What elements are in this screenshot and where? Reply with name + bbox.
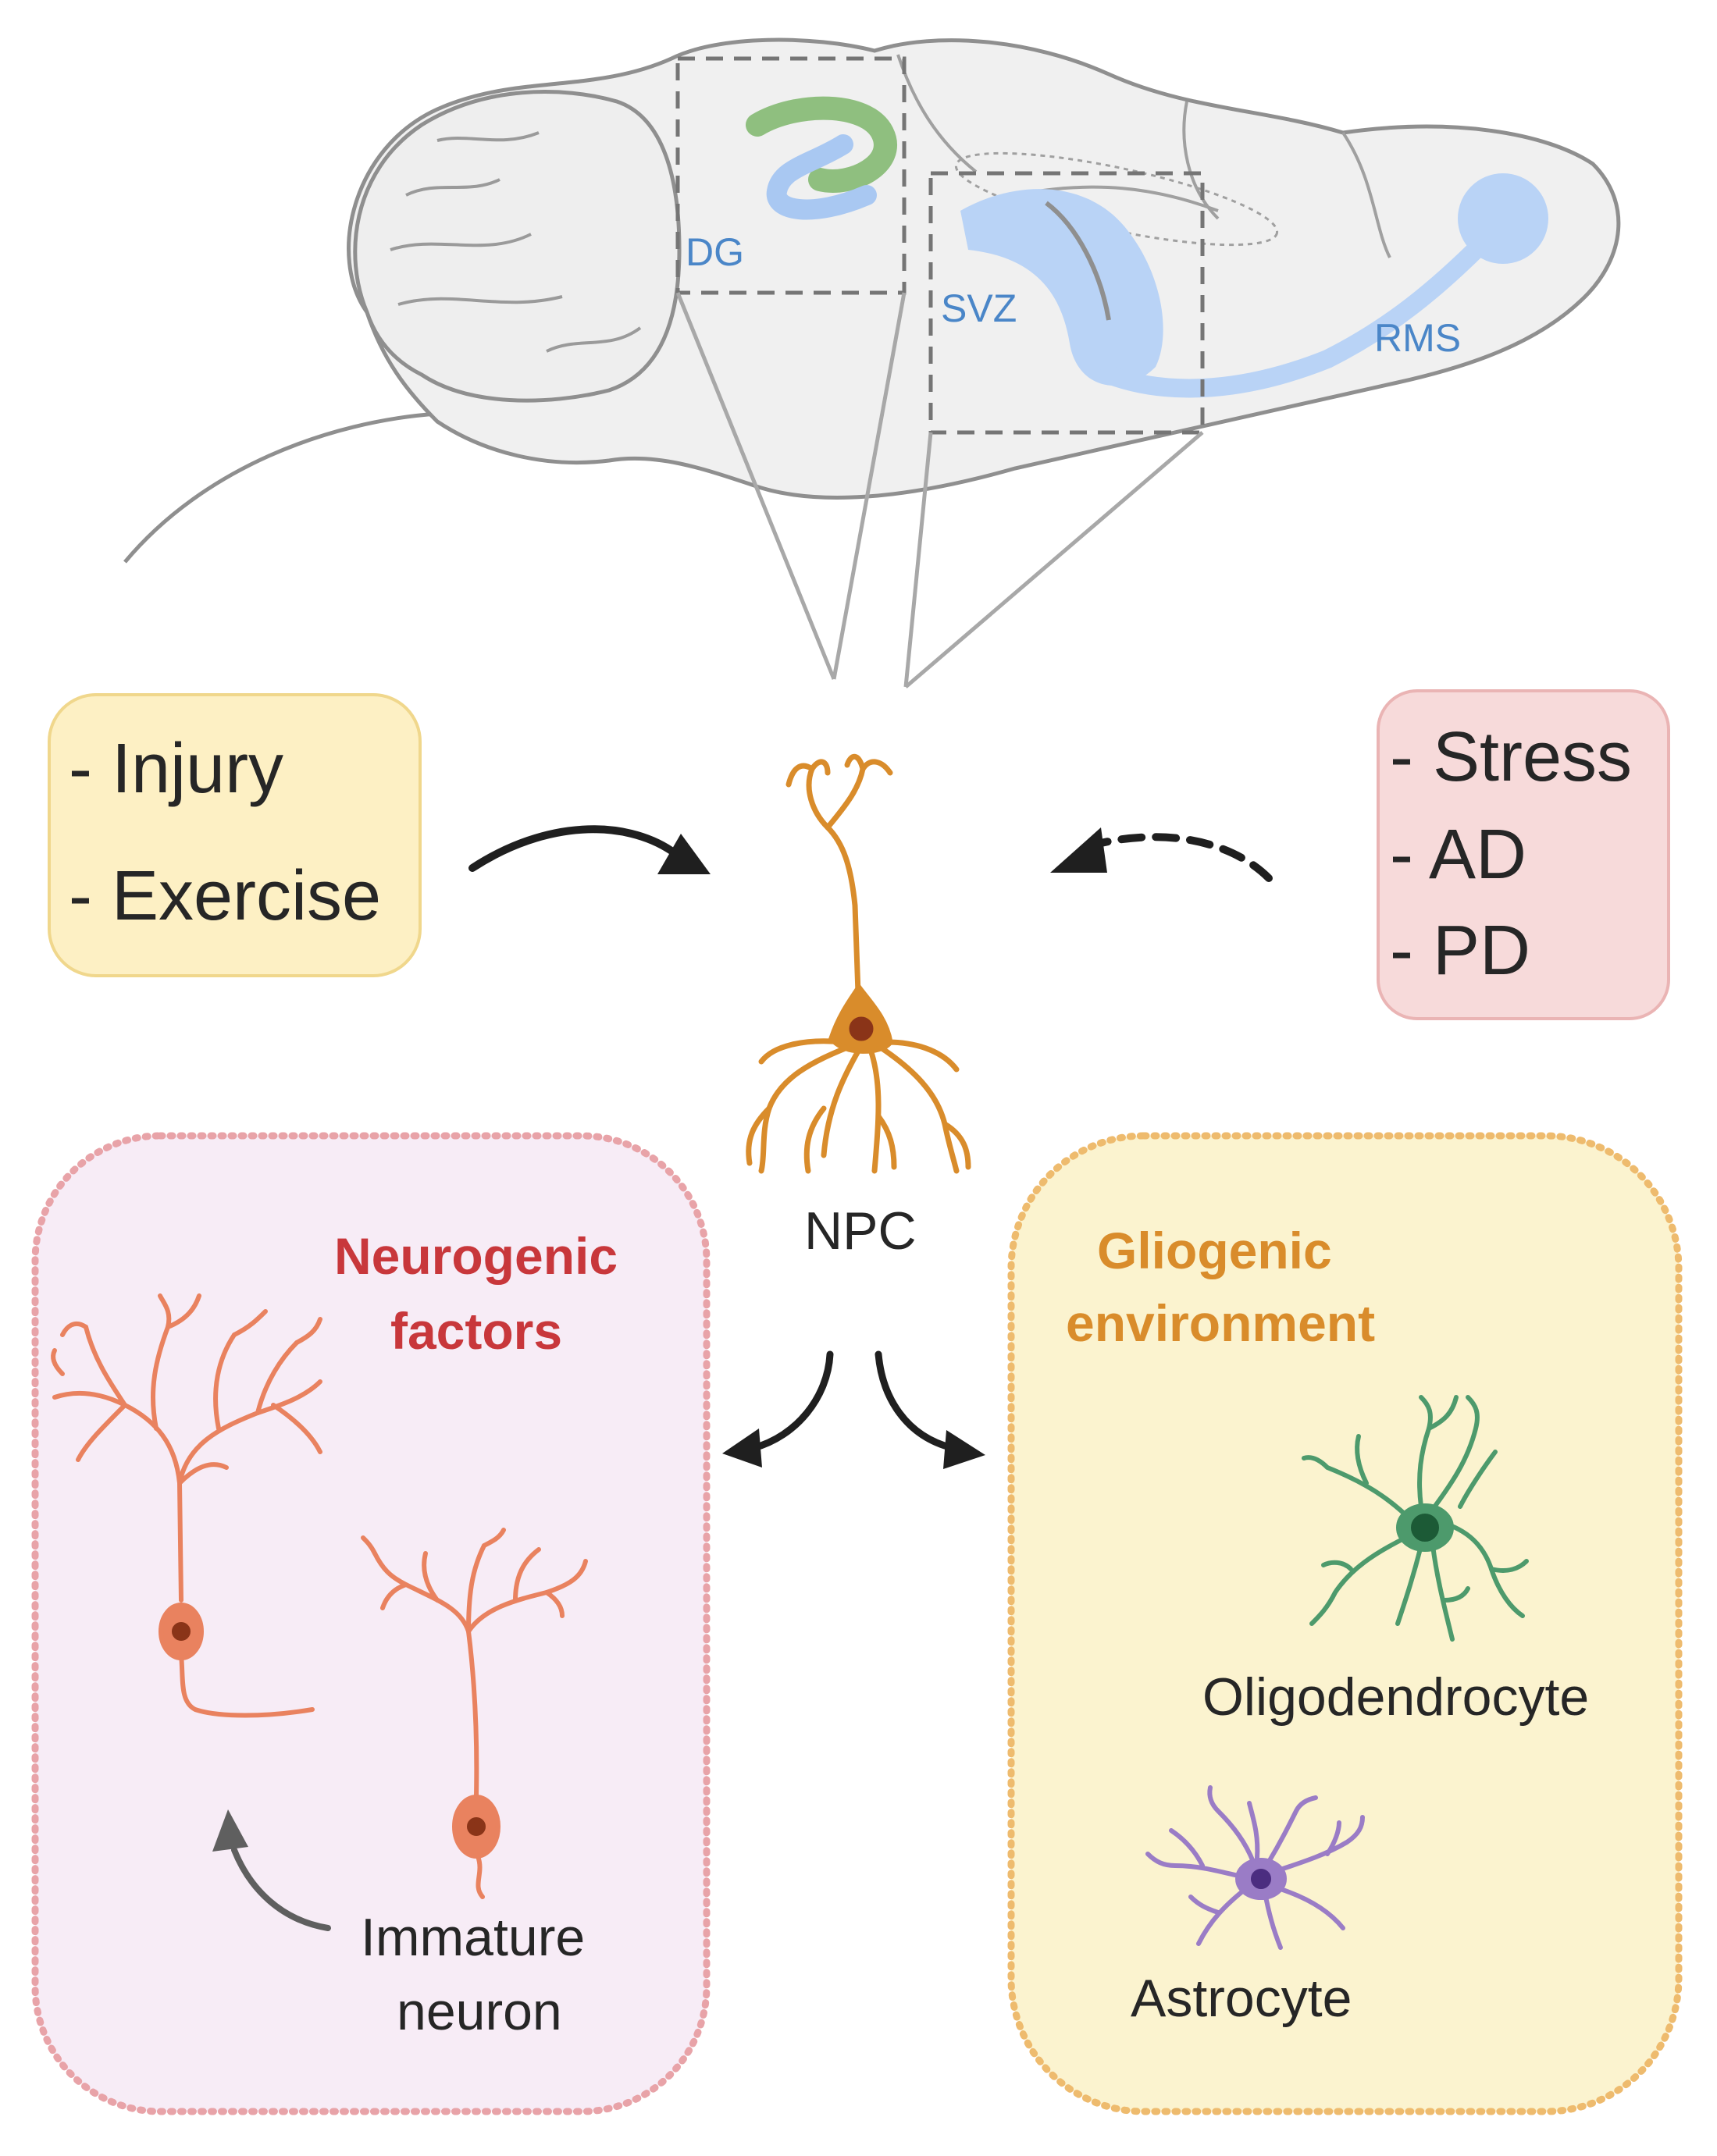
dg-zoom-box bbox=[675, 56, 907, 295]
maturation-arrow bbox=[212, 1809, 331, 1931]
inhibitor-item-stress: - Stress bbox=[1390, 718, 1632, 796]
immature-neuron-label-line1: Immature bbox=[361, 1908, 585, 1967]
gliogenic-panel: Gliogenic environment Oligodendrocyte bbox=[1007, 1132, 1683, 2115]
zoom-line bbox=[675, 292, 836, 680]
inhibitors-box: - Stress - AD - PD bbox=[1377, 689, 1670, 1020]
mature-neuron-icon bbox=[51, 1293, 322, 1718]
zoom-line bbox=[832, 292, 907, 680]
svz-region bbox=[960, 189, 1163, 386]
inhibit-arrow-dashed bbox=[1050, 827, 1273, 882]
inhibitors-box-bg bbox=[1377, 689, 1670, 1020]
svz-ventricle-line bbox=[1045, 201, 1111, 321]
gliogenic-panel-bg bbox=[1007, 1132, 1683, 2115]
immature-neuron-icon bbox=[361, 1528, 588, 1899]
olfactory-bulb bbox=[1458, 173, 1548, 264]
promoters-box: - Injury - Exercise bbox=[48, 693, 422, 977]
cortex-folds bbox=[896, 54, 1391, 258]
promoter-item-exercise: - Exercise bbox=[69, 857, 381, 935]
neurogenic-title-line1: Neurogenic bbox=[334, 1227, 618, 1285]
hippocampus-green bbox=[746, 96, 897, 193]
gliogenic-title-line1: Gliogenic bbox=[1097, 1222, 1332, 1279]
oligodendrocyte-icon bbox=[1302, 1395, 1529, 1642]
zoom-line bbox=[903, 432, 933, 688]
dentate-gyrus bbox=[766, 134, 877, 220]
svz-zoom-box bbox=[928, 171, 1205, 435]
promoter-item-injury: - Injury bbox=[69, 730, 283, 808]
npc-label: NPC bbox=[804, 1201, 917, 1261]
npc-neuron-icon bbox=[746, 753, 971, 1174]
region-label-dg: DG bbox=[686, 230, 744, 274]
astrocyte-label: Astrocyte bbox=[1131, 1969, 1352, 2028]
promoters-box-bg bbox=[48, 693, 422, 977]
oligodendrocyte-label: Oligodendrocyte bbox=[1202, 1667, 1589, 1727]
cerebellum-folds bbox=[390, 131, 642, 353]
neurogenic-panel-bg bbox=[31, 1132, 711, 2115]
neurogenic-title-line2: factors bbox=[390, 1302, 562, 1360]
inhibitor-item-ad: - AD bbox=[1390, 816, 1526, 894]
immature-neuron-label-line2: neuron bbox=[397, 1982, 562, 2041]
arrow-to-neurogenic bbox=[722, 1350, 834, 1468]
neurogenic-panel: Neurogenic factors bbox=[31, 1132, 711, 2115]
rms-stream bbox=[1099, 233, 1493, 398]
region-label-rms: RMS bbox=[1374, 316, 1461, 360]
arrow-to-gliogenic bbox=[875, 1350, 985, 1469]
brain-illustration: DG SVZ RMS bbox=[123, 37, 1621, 688]
gliogenic-title-line2: environment bbox=[1066, 1294, 1375, 1352]
region-label-svz: SVZ bbox=[941, 286, 1017, 330]
promote-arrow bbox=[468, 825, 711, 874]
inhibitor-item-pd: - PD bbox=[1390, 912, 1530, 990]
astrocyte-icon bbox=[1145, 1785, 1365, 1950]
zoom-line bbox=[904, 431, 1204, 688]
